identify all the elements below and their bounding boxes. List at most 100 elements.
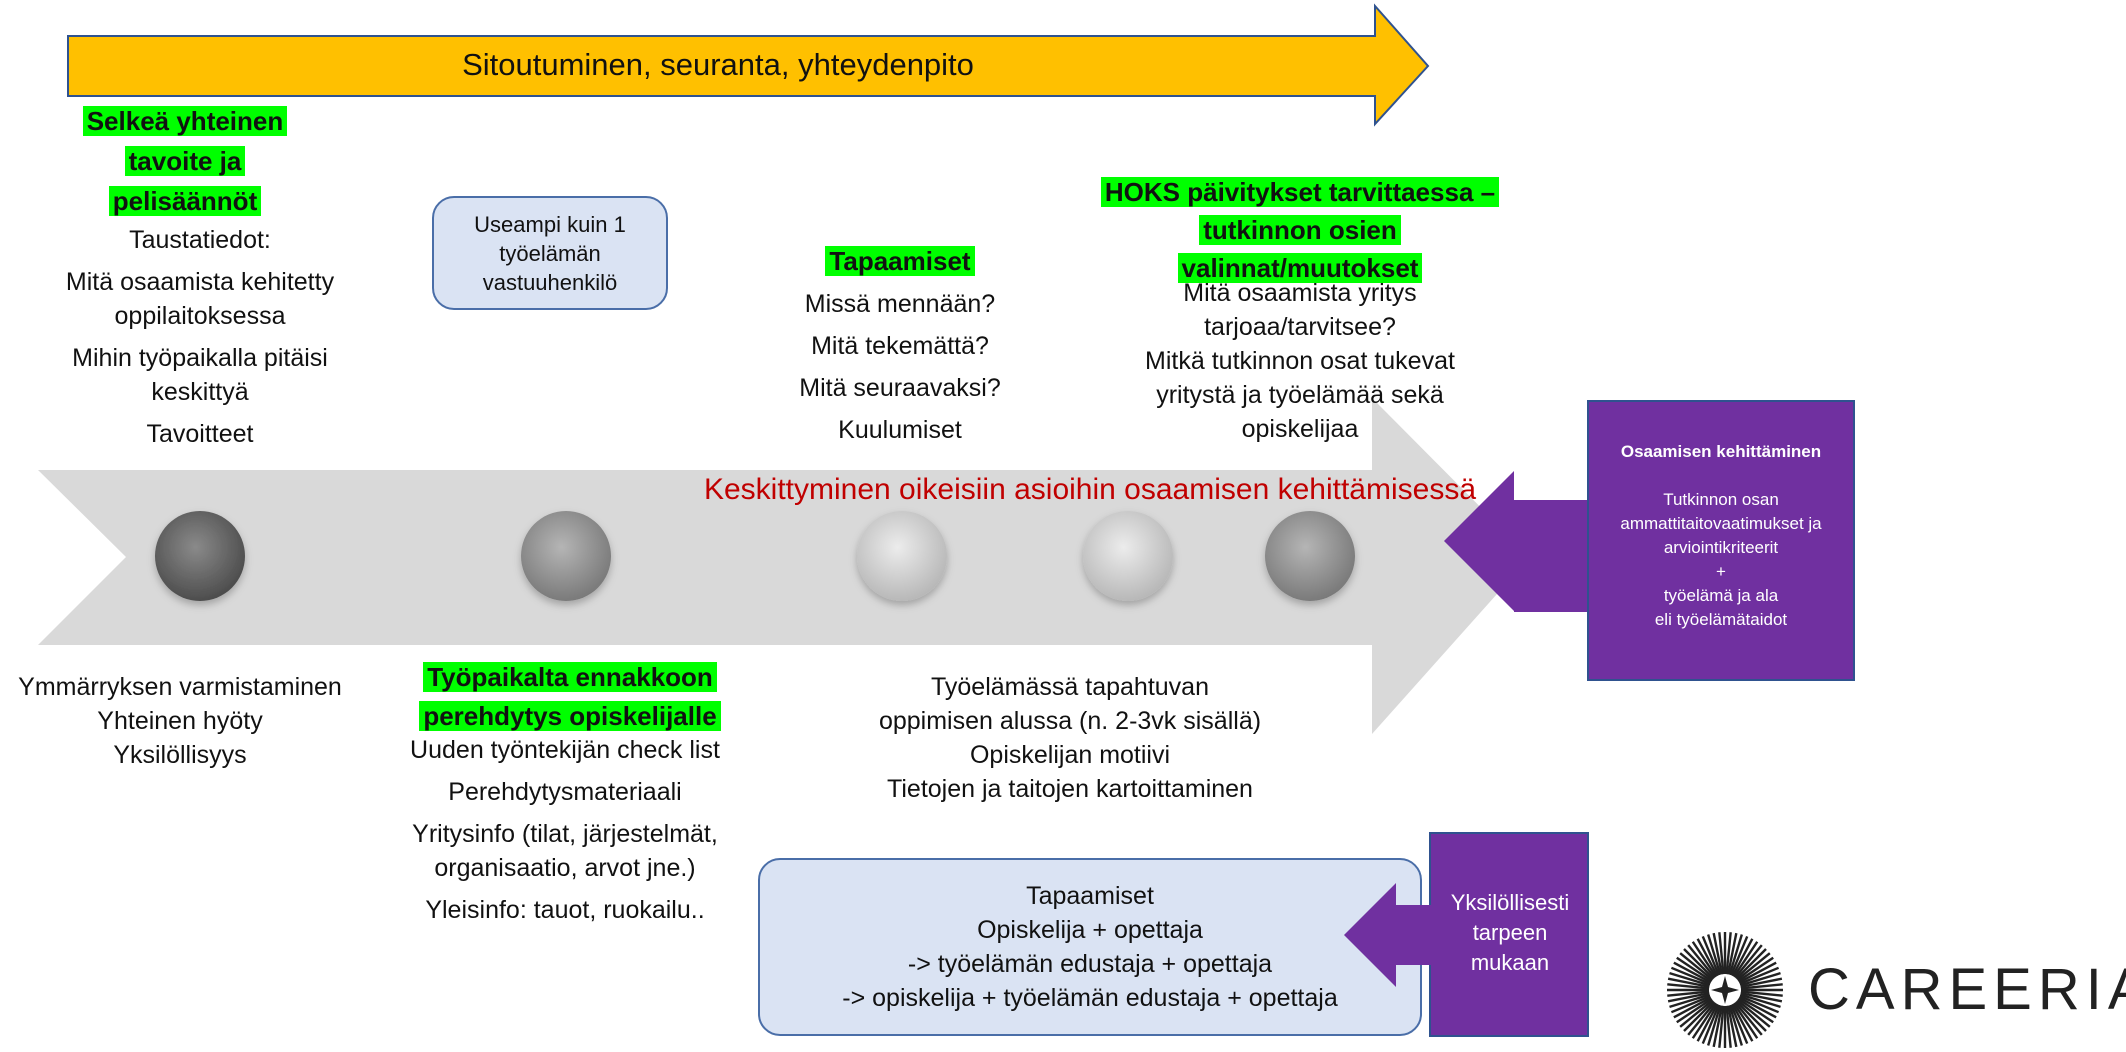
sunburst-ray: [1740, 983, 1783, 990]
careeria-logo-icon: [1667, 932, 1783, 1048]
col1-item: Taustatiedot:: [129, 226, 271, 254]
sunburst-ray: [1683, 1000, 1715, 1032]
meetings-box: Tapaamiset Opiskelija + opettaja -> työe…: [758, 858, 1422, 1036]
sunburst-ray: [1728, 934, 1743, 976]
milestone-3: [857, 511, 947, 601]
meetings-line: -> opiskelija + työelämän edustaja + ope…: [842, 984, 1338, 1012]
sunburst-ray: [1669, 972, 1711, 987]
osaaminen-line: +: [1716, 562, 1726, 581]
sunburst-ray: [1730, 1004, 1749, 1045]
responsible-line: Useampi kuin 1: [474, 211, 626, 237]
col3-item: Kuulumiset: [838, 416, 962, 444]
sunburst-ray: [1707, 934, 1722, 976]
responsible-line: vastuuhenkilö: [482, 269, 618, 295]
osaaminen-line: eli työelämätaidot: [1654, 610, 1788, 629]
col2-heading-line: Työpaikalta ennakkoon: [423, 662, 717, 692]
main-arrow-label: Keskittyminen oikeisiin asioihin osaamis…: [703, 473, 1477, 506]
sunburst-ray: [1712, 932, 1724, 975]
sunburst-ray: [1726, 1005, 1738, 1048]
sunburst-ray: [1731, 938, 1754, 977]
col4-items: Mitä osaamista yritys tarjoaa/tarvitsee?…: [1110, 276, 1490, 446]
sunburst-ray: [1740, 991, 1783, 1003]
col4-heading: HOKS päivitykset tarvittaessa – tutkinno…: [1080, 175, 1520, 289]
col4-heading-line: tutkinnon osien: [1199, 215, 1401, 245]
sunburst-ray: [1667, 991, 1710, 1003]
meetings-line: Opiskelija + opettaja: [977, 916, 1203, 944]
col2-item: Yritysinfo (tilat, järjestelmät, organis…: [412, 820, 718, 882]
col1-bottom-item: Ymmärryksen varmistaminen: [18, 673, 342, 701]
col2-items: Uuden työntekijän check list Perehdytysm…: [390, 733, 740, 927]
col1-heading-line: pelisäännöt: [108, 186, 262, 216]
sunburst-ray: [1737, 956, 1774, 983]
top-arrow: [67, 3, 1430, 127]
col4-item: Mitä osaamista yritys tarjoaa/tarvitsee?: [1183, 279, 1417, 341]
osaaminen-arrow: [1444, 471, 1590, 612]
sunburst-ray: [1670, 966, 1711, 985]
sunburst-ray: [1696, 1003, 1719, 1042]
sunburst-ray: [1736, 952, 1771, 981]
sunburst-ray: [1679, 952, 1714, 981]
col1-heading-line: tavoite ja: [124, 146, 246, 176]
individual-box-bg: [1429, 832, 1589, 1037]
col3-item: Mitä seuraavaksi?: [799, 374, 1001, 402]
milestone-2: [521, 511, 611, 601]
sunburst-ray: [1740, 990, 1783, 997]
sunburst-ray: [1725, 1005, 1732, 1048]
col2-item: Yleisinfo: tauot, ruokailu..: [425, 896, 705, 924]
sunburst-ray: [1738, 996, 1777, 1019]
sunburst-ray: [1669, 993, 1711, 1008]
sunburst-ray: [1667, 983, 1710, 990]
osaaminen-box: Osaamisen kehittäminen Tutkinnon osan am…: [1592, 440, 1850, 632]
sunburst-ray: [1701, 1004, 1720, 1045]
sunburst-ray: [1667, 977, 1710, 989]
col1-item: Mitä osaamista kehitetty oppilaitoksessa: [65, 268, 335, 330]
sunburst-ray: [1667, 990, 1710, 997]
sunburst-ray: [1739, 972, 1781, 987]
col3-heading-wrap: Tapaamiset: [780, 244, 1020, 278]
main-arrow: [38, 398, 1530, 734]
sunburst-ray: [1676, 956, 1713, 983]
sunburst-ray: [1676, 997, 1713, 1024]
milestone-4: [1083, 511, 1173, 601]
sunburst-ray: [1691, 1002, 1718, 1039]
careeria-logo-text: CAREERIA: [1808, 957, 2126, 1022]
osaaminen-line: arviointikriteerit: [1663, 538, 1779, 557]
col4-heading-line: valinnat/muutokset: [1177, 253, 1423, 283]
sunburst-ray: [1735, 1000, 1767, 1032]
osaaminen-line: Tutkinnon osan: [1663, 490, 1779, 509]
individual-line: Yksilöllisesti: [1450, 890, 1570, 915]
osaaminen-title: Osaamisen kehittäminen: [1620, 442, 1822, 461]
individual-line: mukaan: [1470, 950, 1550, 975]
col1-bottom-item: Yhteinen hyöty: [97, 707, 263, 735]
col1-item: Mihin työpaikalla pitäisi keskittyä: [72, 344, 328, 406]
sunburst-ray: [1739, 966, 1780, 985]
col4-heading-line: HOKS päivitykset tarvittaessa –: [1100, 177, 1500, 207]
col3-bottom: Työelämässä tapahtuvan oppimisen alussa …: [830, 670, 1310, 806]
col3-bottom-item: Opiskelijan motiivi: [969, 741, 1171, 769]
osaaminen-line: työelämä ja ala: [1663, 586, 1779, 605]
col1-bottom-item: Yksilöllisyys: [113, 741, 247, 769]
sunburst-ray: [1739, 993, 1781, 1008]
col1-bottom: Ymmärryksen varmistaminen Yhteinen hyöty…: [0, 670, 360, 772]
sunburst-ray: [1728, 1004, 1743, 1046]
sunburst-ray: [1712, 1005, 1724, 1048]
col3-heading: Tapaamiset: [825, 246, 975, 276]
sunburst-ray: [1735, 948, 1767, 980]
osaaminen-line: ammattitaitovaatimukset ja: [1620, 514, 1822, 533]
sunburst-ray: [1725, 932, 1732, 975]
col2-heading-line: perehdytys opiskelijalle: [419, 701, 721, 731]
sunburst-ray: [1730, 935, 1749, 976]
col1-items: Taustatiedot: Mitä osaamista kehitetty o…: [40, 223, 360, 451]
col2-item: Uuden työntekijän check list: [410, 736, 720, 764]
sunburst-ray: [1670, 995, 1711, 1014]
sunburst-ray: [1683, 948, 1715, 980]
sunburst-ray: [1734, 944, 1763, 979]
sunburst-center: [1711, 976, 1739, 1004]
osaaminen-box-bg: [1587, 400, 1855, 681]
meetings-line: -> työelämän edustaja + opettaja: [907, 950, 1273, 978]
meetings-line: Tapaamiset: [1026, 882, 1154, 910]
sunburst-ray: [1734, 1001, 1763, 1036]
sunburst-ray: [1737, 997, 1774, 1024]
sunburst-ray: [1738, 961, 1777, 984]
responsible-box: Useampi kuin 1 työelämän vastuuhenkilö: [432, 196, 668, 310]
